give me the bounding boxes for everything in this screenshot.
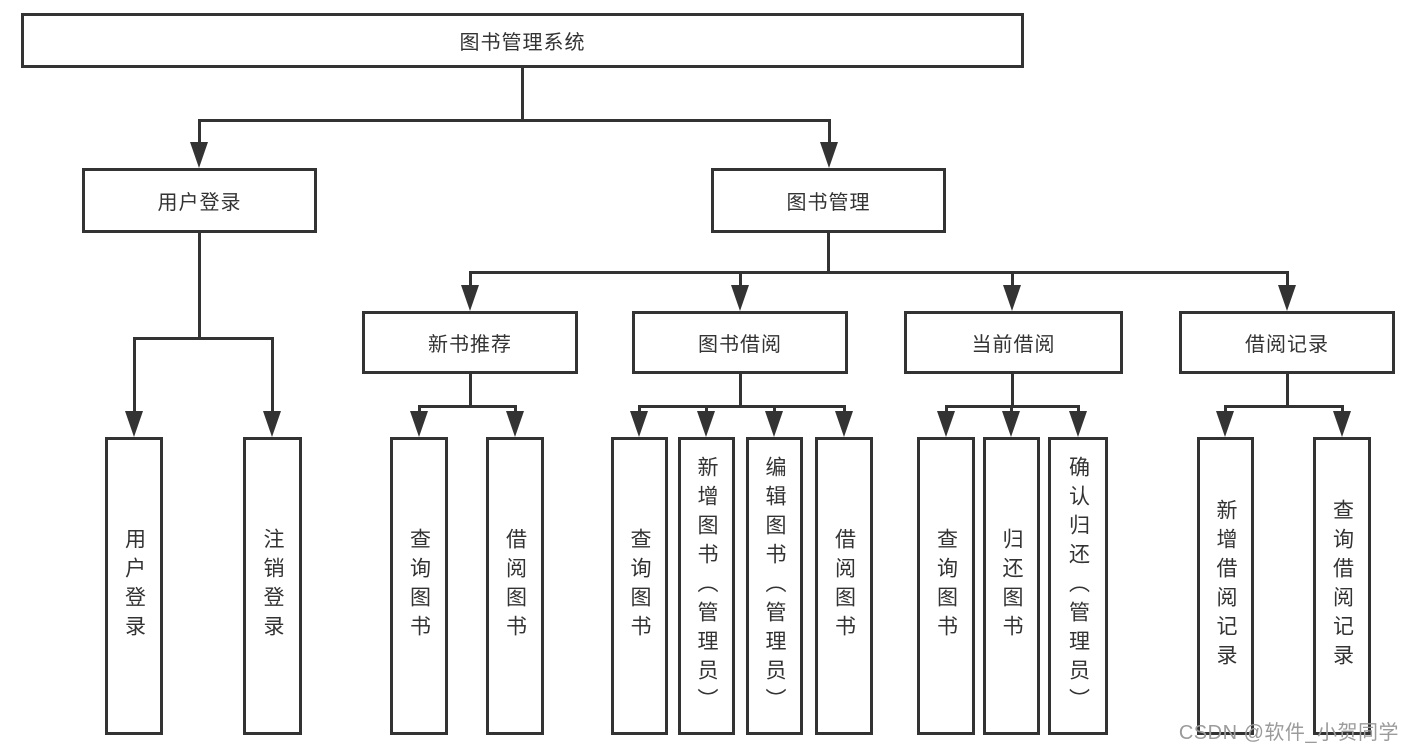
connector-borrow-arm-1 [638, 405, 641, 414]
arrow-down-icon-rec-query [410, 411, 428, 437]
connector-root-hline [198, 119, 831, 122]
arrow-down-icon-b-edit [765, 411, 783, 437]
connector-userlogin-hline [133, 337, 274, 340]
leaf-rec-query-books-label: 查询图书 [407, 528, 431, 644]
arrow-down-icon-c-confirm [1069, 411, 1087, 437]
connector-root-stub [521, 68, 524, 122]
node-new-book-rec-label: 新书推荐 [428, 334, 512, 356]
leaf-user-login: 用户登录 [105, 437, 163, 735]
node-current-borrow-label: 当前借阅 [971, 334, 1056, 356]
leaf-current-query-books-label: 查询图书 [934, 528, 958, 644]
connector-borrow-stub [739, 374, 742, 407]
connector-bookmgmt-stub [827, 233, 830, 274]
leaf-confirm-return-admin: 确认归还（管理员） [1048, 437, 1108, 735]
node-borrow-records: 借阅记录 [1179, 311, 1395, 374]
arrow-down-icon-records [1278, 285, 1296, 311]
connector-current-arm-3 [1077, 405, 1080, 414]
leaf-return-books-label: 归还图书 [1000, 528, 1023, 644]
connector-newrec-stub [469, 374, 472, 407]
leaf-current-query-books: 查询图书 [917, 437, 975, 735]
connector-borrow-arm-4 [843, 405, 846, 414]
node-book-borrow-label: 图书借阅 [698, 334, 782, 356]
leaf-rec-query-books: 查询图书 [390, 437, 448, 735]
connector-current-arm-2 [1010, 405, 1013, 414]
connector-newrec-hline [418, 405, 517, 408]
connector-bookmgmt-arm-4 [1286, 271, 1289, 287]
connector-userlogin-arm-2 [271, 337, 274, 413]
connector-userlogin-stub [198, 233, 201, 340]
watermark: CSDN @软件_小贺同学 [1178, 722, 1399, 744]
arrow-down-icon-newrec [461, 285, 479, 311]
node-user-login: 用户登录 [82, 168, 317, 233]
arrow-down-icon-b-query [630, 411, 648, 437]
arrow-down-icon-r-query [1333, 411, 1351, 437]
node-user-login-label: 用户登录 [157, 192, 242, 214]
connector-newrec-arm-1 [418, 405, 421, 414]
connector-records-stub [1286, 374, 1289, 407]
connector-current-stub [1011, 374, 1014, 407]
arrow-down-icon-borrow [731, 285, 749, 311]
leaf-borrow-books: 借阅图书 [815, 437, 873, 735]
leaf-add-books-admin: 新增图书（管理员） [678, 437, 735, 735]
arrow-down-icon-rec-borrow [506, 411, 524, 437]
leaf-return-books: 归还图书 [983, 437, 1040, 735]
arrow-down-icon-logout [263, 411, 281, 437]
arrow-down-icon-c-query [937, 411, 955, 437]
node-book-mgmt-label: 图书管理 [786, 192, 871, 214]
leaf-rec-borrow-books: 借阅图书 [486, 437, 544, 735]
arrow-down-icon-userlogin [190, 142, 208, 168]
connector-bookmgmt-arm-1 [469, 271, 472, 287]
connector-newrec-arm-2 [514, 405, 517, 414]
leaf-add-borrow-record: 新增借阅记录 [1197, 437, 1254, 735]
connector-records-arm-2 [1341, 405, 1344, 414]
node-book-mgmt: 图书管理 [711, 168, 946, 233]
connector-records-arm-1 [1224, 405, 1227, 414]
leaf-confirm-return-admin-label: 确认归还（管理员） [1066, 455, 1090, 717]
arrow-down-icon-login [125, 411, 143, 437]
leaf-edit-books-admin: 编辑图书（管理员） [746, 437, 803, 735]
connector-borrow-arm-2 [705, 405, 708, 414]
node-current-borrow: 当前借阅 [904, 311, 1123, 374]
node-new-book-rec: 新书推荐 [362, 311, 578, 374]
arrow-down-icon-c-return [1002, 411, 1020, 437]
connector-root-arm-left [198, 119, 201, 144]
connector-records-hline [1224, 405, 1344, 408]
leaf-edit-books-admin-label: 编辑图书（管理员） [763, 455, 786, 717]
leaf-add-books-admin-label: 新增图书（管理员） [695, 455, 718, 717]
leaf-add-borrow-record-label: 新增借阅记录 [1214, 499, 1237, 673]
connector-userlogin-arm-1 [133, 337, 136, 413]
connector-root-arm-right [828, 119, 831, 144]
connector-bookmgmt-arm-2 [739, 271, 742, 287]
arrow-down-icon-r-add [1216, 411, 1234, 437]
connector-bookmgmt-arm-3 [1011, 271, 1014, 287]
node-root-label: 图书管理系统 [459, 32, 586, 54]
connector-borrow-arm-3 [773, 405, 776, 414]
leaf-borrow-query-books-label: 查询图书 [628, 528, 651, 644]
arrow-down-icon-current [1003, 285, 1021, 311]
connector-current-arm-1 [945, 405, 948, 414]
leaf-rec-borrow-books-label: 借阅图书 [503, 528, 527, 644]
node-book-borrow: 图书借阅 [632, 311, 848, 374]
leaf-query-borrow-record-label: 查询借阅记录 [1330, 499, 1354, 673]
arrow-down-icon-b-borrow [835, 411, 853, 437]
node-root: 图书管理系统 [21, 13, 1024, 68]
leaf-logout: 注销登录 [243, 437, 302, 735]
node-borrow-records-label: 借阅记录 [1245, 334, 1329, 356]
connector-borrow-hline [638, 405, 846, 408]
leaf-query-borrow-record: 查询借阅记录 [1313, 437, 1371, 735]
leaf-user-login-label: 用户登录 [122, 528, 146, 644]
leaf-logout-label: 注销登录 [261, 528, 284, 644]
connector-bookmgmt-hline [469, 271, 1289, 274]
arrow-down-icon-b-add [697, 411, 715, 437]
leaf-borrow-query-books: 查询图书 [611, 437, 668, 735]
leaf-borrow-books-label: 借阅图书 [832, 528, 856, 644]
arrow-down-icon-bookmgmt [820, 142, 838, 168]
